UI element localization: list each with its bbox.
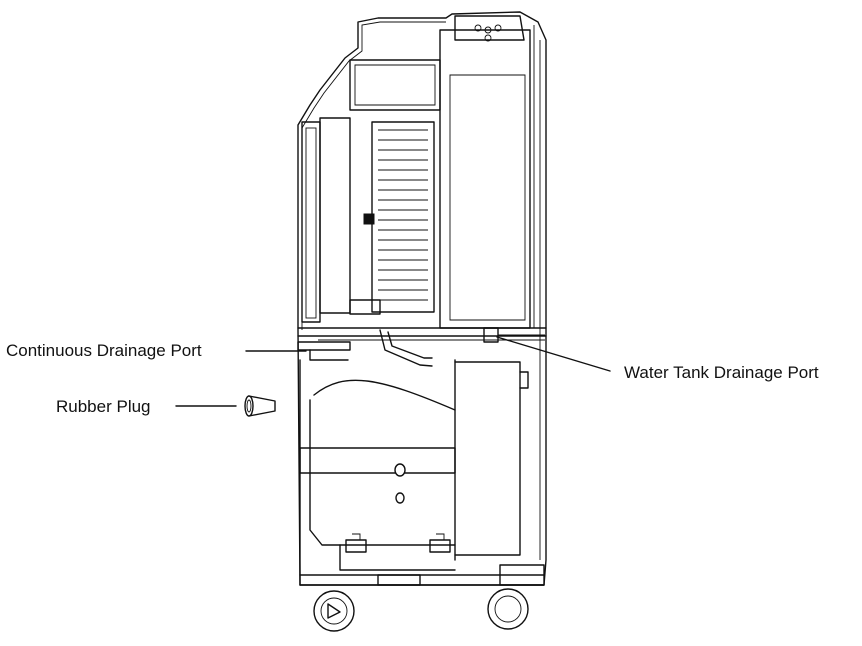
rear-wheel (487, 588, 529, 630)
label-water-tank-drainage-port: Water Tank Drainage Port (624, 363, 819, 382)
label-rubber-plug: Rubber Plug (56, 397, 151, 416)
base-and-wheels (299, 564, 545, 632)
front-wheel (313, 590, 355, 632)
label-continuous-drainage-port: Continuous Drainage Port (6, 341, 202, 360)
fan-blower (349, 121, 435, 315)
leader-water-tank-drainage-port (496, 336, 611, 372)
section-divider (297, 327, 547, 341)
upper-compartment (301, 15, 531, 329)
housing-outline (297, 11, 547, 586)
continuous-drainage-port (297, 329, 433, 367)
leader-lines (175, 336, 611, 407)
rubber-plug (244, 395, 276, 417)
lower-compartment (299, 359, 529, 586)
water-tank-drainage-port (483, 327, 545, 343)
